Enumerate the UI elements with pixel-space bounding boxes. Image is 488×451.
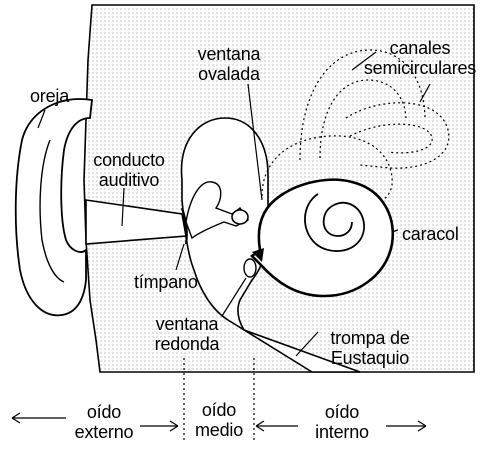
label-ventana-ovalada-line1: ventana	[197, 44, 261, 64]
ossicles	[185, 181, 250, 240]
label-ventana-redonda-line2: redonda	[154, 334, 220, 354]
section-oido-interno: oído interno	[300, 402, 384, 442]
leader-caracol	[391, 229, 399, 233]
outer-ear-inner-fold	[39, 139, 65, 283]
label-trompa-line1: trompa de	[330, 328, 410, 348]
eardrum	[180, 207, 188, 245]
label-canales-line1: canales	[389, 38, 451, 58]
label-canales-line2: semicirculares	[363, 58, 477, 78]
round-window	[243, 258, 257, 278]
leader-semicircular-2	[419, 83, 431, 103]
leader-timpano	[175, 243, 185, 271]
leader-semicircular	[351, 51, 377, 71]
semicircular-canal-2	[319, 79, 407, 159]
cochlea-spiral	[304, 193, 365, 252]
section-externo-line1: oído	[86, 402, 122, 422]
leader-round-window	[221, 277, 247, 317]
section-externo-line2: externo	[74, 422, 134, 442]
label-ventana-redonda: ventana redonda	[142, 314, 232, 354]
section-interno-line2: interno	[315, 422, 369, 442]
label-canales-semicirculares: canales semicirculares	[352, 38, 488, 78]
semicircular-canal-4	[349, 123, 433, 154]
label-caracol: caracol	[402, 224, 459, 244]
stapes-footplate	[231, 209, 249, 225]
label-conducto-line1: conducto	[93, 150, 165, 170]
label-ventana-ovalada: ventana ovalada	[186, 44, 272, 84]
leader-lines	[37, 51, 431, 357]
label-oreja: oreja	[30, 86, 70, 106]
section-interno-line1: oído	[324, 402, 360, 422]
section-oido-externo: oído externo	[68, 402, 140, 442]
label-timpano: tímpano	[134, 272, 198, 292]
label-conducto-auditivo: conducto auditivo	[84, 150, 174, 190]
section-arrows	[11, 412, 427, 432]
outer-ear-shape	[14, 98, 93, 317]
label-ventana-ovalada-line2: ovalada	[198, 64, 260, 84]
leader-oval-window	[247, 83, 263, 201]
cochlea-base	[252, 248, 264, 262]
label-ventana-redonda-line1: ventana	[155, 314, 219, 334]
leader-oreja	[37, 109, 46, 129]
semicircular-canal-3	[345, 102, 450, 169]
section-medio-line1: oído	[201, 400, 237, 420]
section-dividers	[183, 358, 255, 440]
leader-conducto	[121, 187, 125, 227]
section-oido-medio: oído medio	[186, 400, 252, 440]
leader-trompa	[295, 331, 319, 357]
label-conducto-line2: auditivo	[98, 170, 160, 190]
section-medio-line2: medio	[194, 420, 244, 440]
label-trompa-eustaquio: trompa de Eustaquio	[310, 328, 430, 368]
label-trompa-line2: Eustaquio	[330, 348, 410, 368]
